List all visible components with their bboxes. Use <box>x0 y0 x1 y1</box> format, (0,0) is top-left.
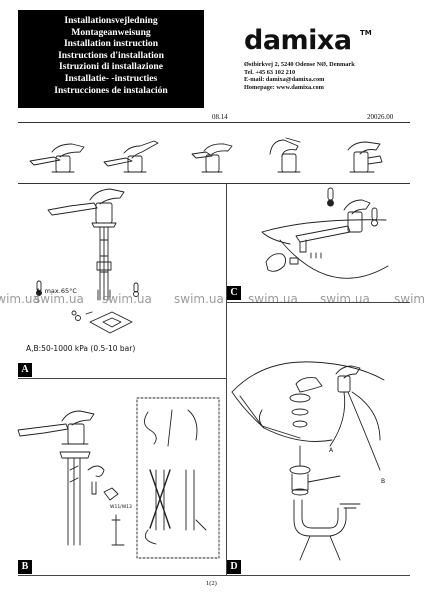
watermark-text: swim.ua <box>248 292 298 306</box>
pressure-label: A,B:50-1000 kPa (0.5-10 bar) <box>26 344 136 353</box>
section-a-drawing <box>36 188 139 334</box>
section-c-drawing <box>261 187 389 279</box>
title-italian: Istruzioni di installazione <box>59 61 163 73</box>
brand-logo: damixa <box>244 25 352 56</box>
contact-phone: Tel. +45 63 102 210 <box>244 68 296 76</box>
section-divider-vertical <box>226 184 227 575</box>
watermark-text: swim.ua <box>174 292 224 306</box>
brand-trademark: TM <box>360 29 372 37</box>
faucet-variant-2 <box>103 140 159 173</box>
faucet-variant-4 <box>269 137 301 173</box>
contact-address: Østbirkvej 2, 5240 Odense NØ, Denmark <box>244 61 355 68</box>
contact-block: Østbirkvej 2, 5240 Odense NØ, Denmark Te… <box>244 61 355 91</box>
title-english: Installation instruction <box>63 38 159 50</box>
document-date: 08.14 <box>212 113 228 121</box>
title-french: Instructions d'installation <box>58 49 164 61</box>
watermark-text: swim.ua <box>0 292 40 306</box>
section-marker-d: D <box>227 560 241 574</box>
hose-a-label: A <box>329 447 334 454</box>
contact-homepage: Homepage: www.damixa.com <box>244 83 324 91</box>
product-strip-rule <box>18 183 410 184</box>
contact-email: E-mail: damixa@damixa.com <box>244 76 325 84</box>
title-list: Installationsvejledning Montageanweisung… <box>18 15 204 96</box>
max-temperature-label: A: max.65°C <box>36 287 77 295</box>
watermark-text: swim.ua <box>394 292 424 306</box>
title-danish: Installationsvejledning <box>64 15 158 26</box>
section-b-drawing <box>17 397 220 559</box>
faucet-variant-3 <box>191 143 233 173</box>
title-dutch: Installatie- -instructies <box>64 72 158 84</box>
section-marker-a: A <box>18 363 32 377</box>
hose-b-label: B <box>381 478 386 485</box>
title-spanish: Instrucciones de instalación <box>54 84 168 96</box>
section-d-drawing <box>231 361 385 561</box>
faucet-variant-5 <box>347 141 383 173</box>
watermark-text: swim.ua <box>34 292 84 306</box>
title-german: Montageanweisung <box>71 26 151 38</box>
header-rule <box>18 122 410 123</box>
document-number: 20026.00 <box>367 113 394 121</box>
section-marker-b: B <box>18 560 32 574</box>
watermark-text: swim.ua <box>102 292 152 306</box>
faucet-variant-1 <box>29 143 85 173</box>
watermark-text: swim.ua <box>320 292 370 306</box>
section-marker-c: C <box>227 286 241 300</box>
wrench-size-label: W11/W13 <box>110 505 132 510</box>
bottom-rule <box>18 575 410 576</box>
section-divider-left <box>18 378 226 379</box>
page-number: 1(2) <box>206 580 217 587</box>
title-box: Installationsvejledning Montageanweisung… <box>18 10 204 108</box>
section-divider-right <box>226 302 410 303</box>
